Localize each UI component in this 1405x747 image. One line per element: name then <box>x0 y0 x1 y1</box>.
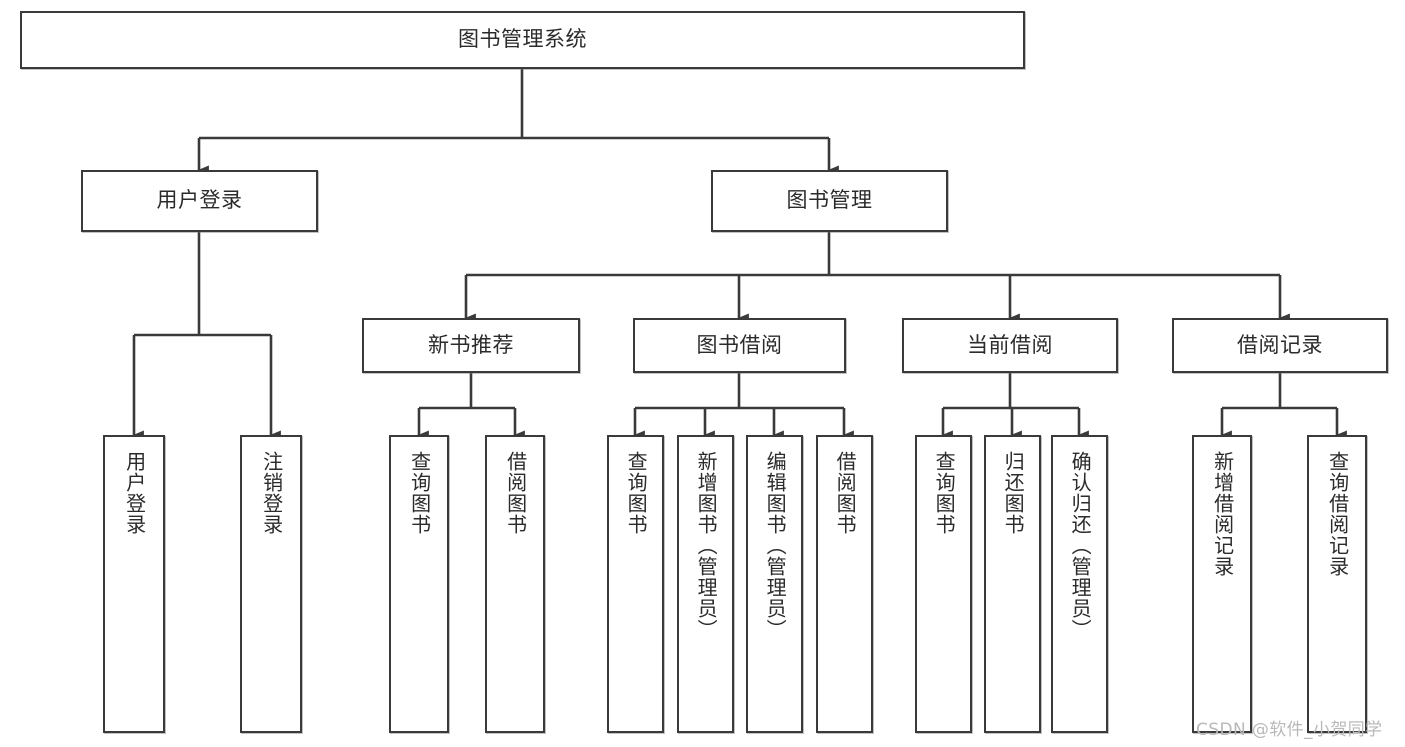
node-label: 图书管理系统 <box>458 27 587 52</box>
node-label: 借阅图书 <box>833 451 858 535</box>
node-label: 查询借阅记录 <box>1325 451 1350 577</box>
leaf-node-10[interactable]: 确认归还（管理员） <box>1051 435 1108 733</box>
node-label: 用户登录 <box>156 188 243 213</box>
level2-node-1[interactable]: 图书管理 <box>711 170 948 232</box>
watermark-text: CSDN @软件_小贺同学 <box>1196 720 1383 740</box>
node-label: 用户登录 <box>122 451 147 535</box>
node-label: 查询图书 <box>932 451 957 535</box>
level3-node-0[interactable]: 新书推荐 <box>362 318 580 373</box>
node-label: 归还图书 <box>1001 451 1026 535</box>
node-label: 借阅记录 <box>1237 332 1323 357</box>
leaf-node-4[interactable]: 查询图书 <box>607 435 664 733</box>
node-label: 图书管理 <box>786 188 873 213</box>
node-label: 图书借阅 <box>696 332 783 357</box>
level2-node-0[interactable]: 用户登录 <box>81 170 318 232</box>
leaf-node-0[interactable]: 用户登录 <box>103 435 165 733</box>
node-label: 注销登录 <box>259 451 284 535</box>
node-label: 新书推荐 <box>428 332 514 357</box>
leaf-node-12[interactable]: 查询借阅记录 <box>1307 435 1367 733</box>
leaf-node-6[interactable]: 编辑图书（管理员） <box>746 435 803 733</box>
node-label: 新增图书（管理员） <box>694 451 719 640</box>
leaf-node-9[interactable]: 归还图书 <box>984 435 1041 733</box>
node-label: 当前借阅 <box>967 332 1053 357</box>
node-label: 确认归还（管理员） <box>1068 451 1093 640</box>
node-label: 查询图书 <box>624 451 649 535</box>
leaf-node-7[interactable]: 借阅图书 <box>816 435 873 733</box>
node-label: 编辑图书（管理员） <box>763 451 788 640</box>
leaf-node-1[interactable]: 注销登录 <box>240 435 302 733</box>
node-label: 查询图书 <box>407 451 432 535</box>
leaf-node-5[interactable]: 新增图书（管理员） <box>677 435 734 733</box>
level3-node-2[interactable]: 当前借阅 <box>902 318 1118 373</box>
leaf-node-11[interactable]: 新增借阅记录 <box>1192 435 1252 733</box>
leaf-node-8[interactable]: 查询图书 <box>915 435 972 733</box>
level3-node-1[interactable]: 图书借阅 <box>633 318 846 373</box>
leaf-node-2[interactable]: 查询图书 <box>389 435 449 733</box>
leaf-node-3[interactable]: 借阅图书 <box>485 435 545 733</box>
root-node-0[interactable]: 图书管理系统 <box>20 11 1025 69</box>
node-label: 借阅图书 <box>503 451 528 535</box>
node-label: 新增借阅记录 <box>1210 451 1235 577</box>
level3-node-3[interactable]: 借阅记录 <box>1172 318 1388 373</box>
